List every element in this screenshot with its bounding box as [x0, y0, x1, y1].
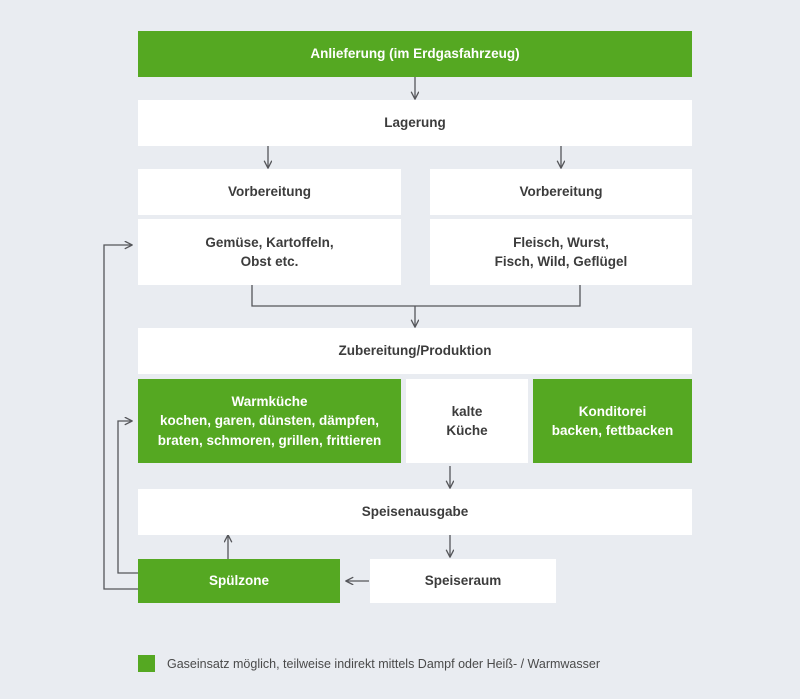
node-anlieferung-lines: Anlieferung (im Erdgasfahrzeug) — [146, 44, 684, 63]
node-anlieferung[interactable]: Anlieferung (im Erdgasfahrzeug) — [138, 31, 692, 77]
node-text: Fisch, Wild, Geflügel — [494, 254, 628, 269]
node-text: Gemüse, Kartoffeln, — [205, 234, 334, 250]
node-vorbereitung-left-lines: Vorbereitung — [146, 182, 393, 201]
node-lagerung-lines: Lagerung — [146, 113, 684, 132]
node-warmkueche-lines: Warmküche kochen, garen, dünsten, dämpfe… — [146, 392, 393, 449]
node-gemuese[interactable]: Gemüse, Kartoffeln, Obst etc. — [138, 219, 401, 285]
node-spuelzone-lines: Spülzone — [146, 571, 332, 590]
node-text: Obst etc. — [240, 254, 299, 269]
node-vorbereitung-right-lines: Vorbereitung — [438, 182, 684, 201]
node-speisenausgabe-lines: Speisenausgabe — [146, 502, 684, 521]
node-text: kochen, garen, dünsten, dämpfen, — [159, 413, 380, 429]
legend-label: Gaseinsatz möglich, teilweise indirekt m… — [167, 656, 600, 671]
node-speiseraum-lines: Speiseraum — [378, 571, 548, 590]
node-text: Konditorei — [578, 403, 647, 419]
node-text: Speiseraum — [424, 573, 502, 589]
node-text: Anlieferung (im Erdgasfahrzeug) — [310, 46, 520, 62]
node-text: Zubereitung/Produktion — [338, 343, 492, 359]
node-speiseraum[interactable]: Speiseraum — [370, 559, 556, 603]
node-text: Vorbereitung — [519, 184, 603, 200]
node-text: braten, schmoren, grillen, frittieren — [157, 432, 382, 448]
node-vorbereitung-left[interactable]: Vorbereitung — [138, 169, 401, 215]
node-text: Spülzone — [209, 573, 269, 589]
node-text: Lagerung — [384, 115, 446, 131]
node-gemuese-lines: Gemüse, Kartoffeln, Obst etc. — [146, 233, 393, 271]
node-konditorei-lines: Konditorei backen, fettbacken — [541, 402, 684, 440]
wire-spuelzone-gemuese-loop — [103, 245, 138, 590]
node-text: kalte — [451, 403, 483, 419]
wire-spuelzone-warmkueche-loop — [117, 421, 138, 574]
node-lagerung[interactable]: Lagerung — [138, 100, 692, 146]
node-text: Küche — [446, 423, 488, 438]
legend-green-swatch-icon — [138, 655, 155, 672]
node-vorbereitung-right[interactable]: Vorbereitung — [430, 169, 692, 215]
node-speisenausgabe[interactable]: Speisenausgabe — [138, 489, 692, 535]
node-zubereitung-lines: Zubereitung/Produktion — [146, 341, 684, 360]
node-fleisch[interactable]: Fleisch, Wurst, Fisch, Wild, Geflügel — [430, 219, 692, 285]
node-spuelzone[interactable]: Spülzone — [138, 559, 340, 603]
wire-merge-bar — [251, 284, 581, 307]
node-warmkueche[interactable]: Warmküche kochen, garen, dünsten, dämpfe… — [138, 379, 401, 463]
node-kalte-kueche[interactable]: kalte Küche — [406, 379, 528, 463]
node-konditorei[interactable]: Konditorei backen, fettbacken — [533, 379, 692, 463]
legend: Gaseinsatz möglich, teilweise indirekt m… — [138, 655, 600, 672]
node-text: Fleisch, Wurst, — [513, 234, 609, 250]
node-fleisch-lines: Fleisch, Wurst, Fisch, Wild, Geflügel — [438, 233, 684, 271]
node-text: Warmküche — [231, 394, 308, 410]
node-text: Vorbereitung — [227, 184, 311, 200]
node-zubereitung[interactable]: Zubereitung/Produktion — [138, 328, 692, 374]
node-text: Speisenausgabe — [361, 504, 469, 520]
node-kalte-kueche-lines: kalte Küche — [414, 402, 520, 440]
node-text: backen, fettbacken — [551, 423, 674, 438]
